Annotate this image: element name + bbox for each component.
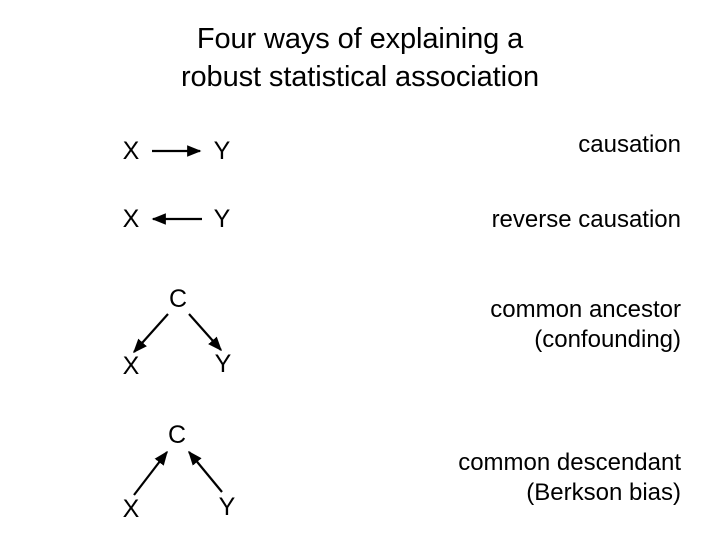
node-common-descendant-c: C — [167, 421, 187, 449]
edge-common-descendant-y-to-c — [188, 450, 223, 493]
node-common-ancestor-x: X — [122, 352, 140, 380]
caption-causation: causation — [578, 131, 681, 158]
node-causation-x: X — [122, 137, 140, 165]
edge-common-ancestor-c-to-y — [188, 313, 222, 352]
node-causation-y: Y — [213, 137, 231, 165]
node-common-descendant-y: Y — [218, 493, 236, 521]
edges-svg — [133, 145, 223, 496]
node-common-ancestor-c: C — [168, 285, 188, 313]
node-common-descendant-x: X — [122, 495, 140, 523]
node-common-ancestor-y: Y — [214, 350, 232, 378]
edge-common-descendant-x-to-c — [133, 450, 168, 496]
diagram-layer: X Y X Y C X Y C X Y — [122, 137, 236, 523]
page-title: Four ways of explaining a robust statist… — [180, 23, 540, 93]
caption-reverse-causation: reverse causation — [491, 206, 681, 233]
edge-common-ancestor-c-to-x — [133, 313, 169, 354]
node-reverse-causation-x: X — [122, 205, 140, 233]
caption-common-descendant: common descendant (Berkson bias) — [458, 449, 681, 506]
node-reverse-causation-y: Y — [213, 205, 231, 233]
caption-common-ancestor: common ancestor (confounding) — [490, 296, 681, 353]
